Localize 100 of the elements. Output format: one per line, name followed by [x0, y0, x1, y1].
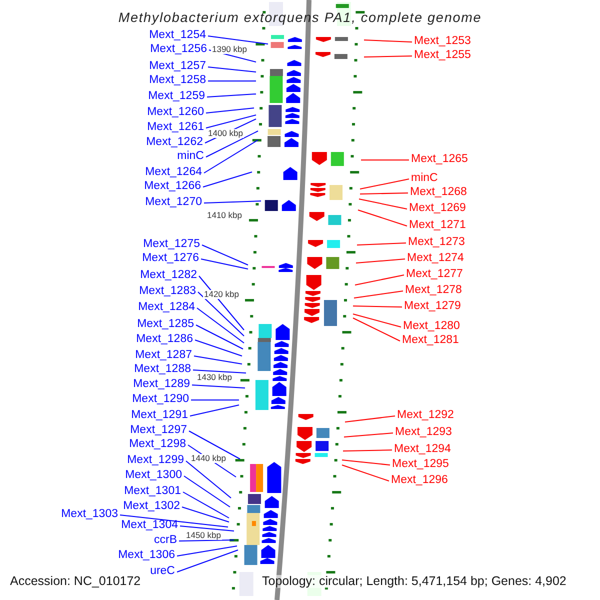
leader-line — [190, 404, 240, 416]
scale-label: 1390 kbp — [211, 45, 248, 54]
gene-label: Mext_1255 — [414, 49, 471, 62]
leader-line — [196, 324, 244, 350]
gene-label: Mext_1289 — [133, 378, 190, 391]
gene-label: Mext_1303 — [61, 508, 118, 521]
gene-label: Mext_1264 — [145, 166, 202, 179]
leader-line — [208, 36, 268, 44]
gene-label: Mext_1273 — [408, 236, 465, 249]
gene-label: Mext_1262 — [146, 136, 203, 149]
leader-line — [182, 492, 230, 518]
leader-line — [206, 130, 258, 158]
scale-label: 1400 kbp — [207, 129, 244, 138]
leader-line — [344, 432, 394, 438]
leader-line — [120, 514, 228, 528]
gene-label: Mext_1293 — [395, 426, 452, 439]
leader-line — [194, 340, 242, 356]
scale-label: 1430 kbp — [196, 373, 233, 382]
gene-label: Mext_1269 — [409, 202, 466, 215]
gene-label: Mext_1277 — [406, 268, 463, 281]
leader-line — [360, 192, 408, 194]
leader-line — [344, 416, 396, 422]
leader-line — [360, 178, 410, 190]
leader-line — [198, 292, 244, 336]
leader-line — [364, 40, 412, 42]
gene-label: Mext_1284 — [138, 301, 195, 314]
leader-line — [206, 94, 256, 98]
gene-label: Mext_1290 — [132, 393, 189, 406]
leader-line — [356, 258, 406, 264]
gene-label: Mext_1265 — [411, 153, 468, 166]
leader-line — [182, 506, 230, 522]
gene-label: Mext_1259 — [148, 90, 205, 103]
gene-label: Mext_1306 — [118, 549, 175, 562]
gene-label: Mext_1281 — [402, 334, 459, 347]
leader-line — [188, 430, 240, 460]
gene-label: Mext_1294 — [394, 443, 451, 456]
leader-line — [352, 318, 400, 342]
leader-line — [354, 290, 404, 298]
leader-line — [186, 460, 232, 498]
footer-text: Accession: NC_010172 — [10, 575, 141, 588]
leader-line — [200, 258, 248, 270]
gene-label: Mext_1304 — [121, 519, 178, 532]
leader-line — [202, 244, 248, 266]
leader-line — [352, 314, 402, 328]
gene-label: Mext_1256 — [150, 43, 207, 56]
scale-label: 1420 kbp — [203, 290, 240, 299]
gene-label: Mext_1302 — [123, 500, 180, 513]
gene-label: Mext_1291 — [131, 409, 188, 422]
leader-line — [176, 550, 238, 572]
gene-label: Mext_1296 — [391, 474, 448, 487]
scale-label: 1440 kbp — [190, 454, 227, 463]
scale-label: 1450 kbp — [185, 530, 222, 540]
leader-line — [342, 450, 392, 452]
leader-line — [206, 114, 256, 128]
gene-label: Mext_1275 — [143, 238, 200, 251]
scale-label: 1410 kbp — [206, 211, 243, 220]
leader-line — [204, 140, 258, 174]
gene-label: Mext_1282 — [140, 269, 197, 282]
leader-line — [180, 526, 234, 532]
gene-label: Mext_1278 — [405, 284, 462, 297]
gene-label: Mext_1266 — [144, 180, 201, 193]
gene-label: Mext_1298 — [129, 438, 186, 451]
leader-line — [358, 198, 408, 210]
gene-label: Mext_1279 — [404, 300, 461, 313]
leader-line — [206, 108, 254, 114]
gene-label: ccrB — [154, 534, 177, 547]
gene-label: Mext_1276 — [142, 252, 199, 265]
gene-label: Mext_1285 — [137, 318, 194, 331]
leader-line — [342, 460, 390, 466]
gene-label: minC — [411, 172, 438, 185]
footer-text: Topology: circular; Length: 5,471,154 bp; Genes: 4,902 — [262, 575, 566, 588]
gene-label: Mext_1270 — [145, 196, 202, 209]
leader-line — [196, 308, 244, 344]
leader-line — [342, 464, 390, 482]
gene-label: Mext_1268 — [410, 186, 467, 199]
leader-line — [194, 356, 242, 364]
gene-label: Mext_1286 — [136, 333, 193, 346]
leader-line — [208, 66, 256, 72]
leader-line — [184, 476, 230, 508]
leader-line — [354, 274, 404, 286]
leader-line — [208, 80, 256, 82]
leader-line — [204, 200, 262, 204]
gene-label: Mext_1258 — [149, 74, 206, 87]
gene-label: Mext_1271 — [409, 219, 466, 232]
gene-label: Mext_1257 — [149, 60, 206, 73]
gene-label: Mext_1299 — [127, 454, 184, 467]
gene-label: Mext_1283 — [139, 285, 196, 298]
gene-label: Mext_1301 — [124, 485, 181, 498]
gene-label: Mext_1253 — [414, 35, 471, 48]
gene-label: Mext_1261 — [147, 121, 204, 134]
gene-label: Mext_1280 — [403, 320, 460, 333]
leader-line — [364, 56, 412, 58]
gene-label: Mext_1300 — [125, 469, 182, 482]
gene-label: minC — [177, 150, 204, 163]
leader-line — [356, 242, 406, 246]
gene-label: Mext_1287 — [135, 349, 192, 362]
leader-line — [352, 306, 402, 308]
leader-line — [176, 546, 238, 556]
gene-label: ureC — [150, 565, 175, 578]
gene-label: Mext_1260 — [147, 106, 204, 119]
